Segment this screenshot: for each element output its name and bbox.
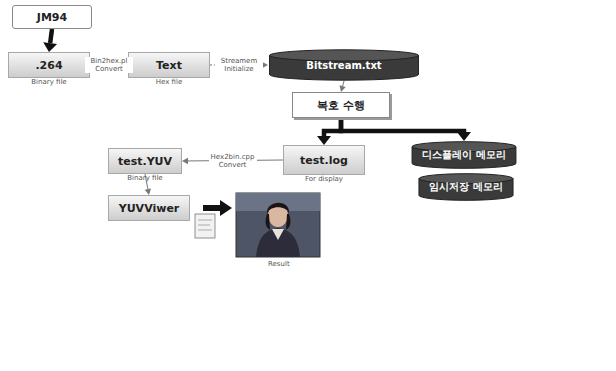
connector [50,29,52,43]
arrowhead [339,85,345,92]
cylinder-body [412,147,516,169]
arrowhead [317,136,331,145]
thumbnail-icon [195,214,215,238]
node-label: YUVViwer [119,202,180,215]
connector [343,81,344,86]
memory-cylinder: 디스플레이 메모리 [411,141,517,169]
memory-cylinder: Bitstream.txt [268,49,420,81]
node-label: 복호 수행 [317,98,365,113]
arrowhead [182,158,188,164]
cylinder-body [419,179,513,201]
connector [324,118,341,136]
node-label: JM94 [37,11,67,24]
file-caption: For display [284,175,364,183]
result-arrow [203,200,232,216]
file-box: test.logFor display [283,145,365,175]
result-photo [236,193,320,257]
photo-caption: Result [268,260,290,268]
cylinder-top [270,50,419,61]
edge-label: Hex2bin.cpp Convert [209,152,257,168]
node-label: test.log [300,154,348,167]
node-label: 임시저장 메모리 [429,180,502,194]
arrowhead [457,132,471,141]
source-box: JM94 [12,5,92,29]
memory-cylinder: 임시저장 메모리 [418,173,514,201]
viewer-box: YUVViwer [108,195,190,221]
connector [341,118,464,132]
arrowhead [43,42,57,52]
node-label: 디스플레이 메모리 [422,148,505,162]
edge-label: Streamem Initialize [215,57,263,73]
process-box: 복호 수행 [292,92,390,118]
node-label: Bitstream.txt [306,60,381,71]
file-caption: Binary file [109,174,181,182]
file-box: .264Binary file [8,52,90,78]
file-box: test.YUVBinary file [108,148,182,174]
file-caption: Hex file [129,78,209,86]
file-caption: Binary file [9,78,89,86]
edge-label: Bin2hex.pl Convert [85,57,133,73]
node-label: .264 [35,59,62,72]
node-label: Text [156,59,182,72]
node-label: test.YUV [118,155,172,168]
file-box: TextHex file [128,52,210,78]
